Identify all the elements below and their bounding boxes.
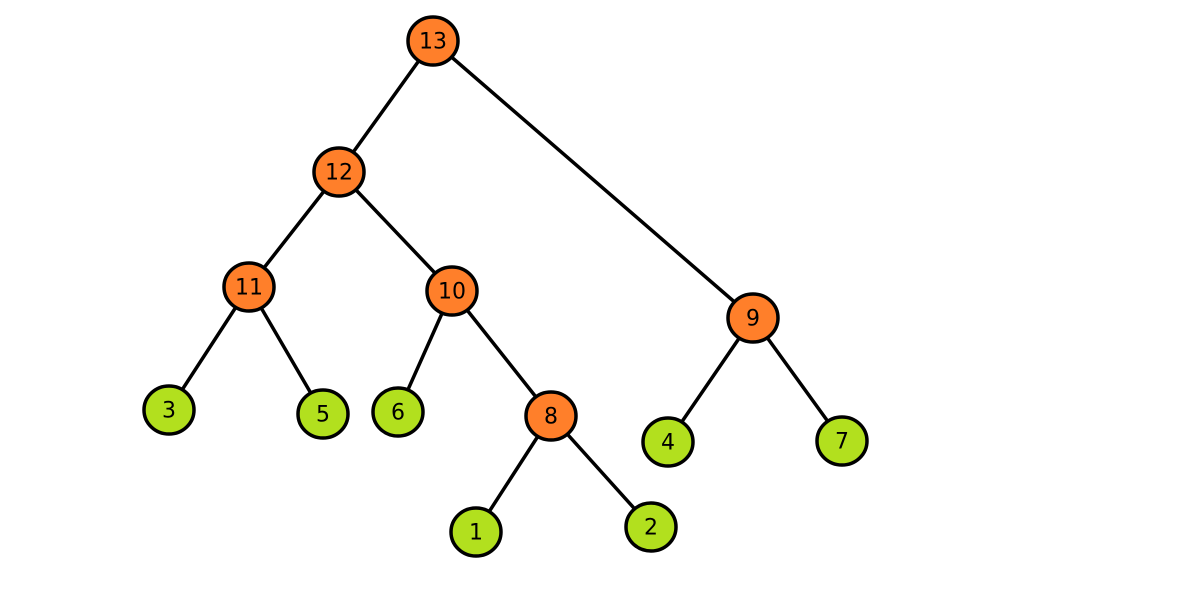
tree-node-7: 7 — [815, 415, 869, 467]
tree-node-11: 11 — [222, 261, 276, 313]
internal-node-circle — [524, 390, 578, 442]
tree-node-5: 5 — [296, 388, 350, 440]
tree-node-4: 4 — [641, 416, 695, 468]
edge-n13-n12 — [337, 39, 435, 174]
tree-node-12: 12 — [312, 146, 366, 198]
node-label: 6 — [391, 401, 405, 426]
edge-n13-n9 — [431, 39, 755, 320]
tree-node-1: 1 — [449, 506, 503, 558]
node-label: 12 — [325, 161, 353, 186]
node-label: 11 — [235, 276, 263, 301]
internal-node-circle — [312, 146, 366, 198]
leaf-node-circle — [641, 416, 695, 468]
edge-n12-n10 — [337, 170, 454, 293]
node-label: 8 — [544, 405, 558, 430]
tree-node-2: 2 — [624, 501, 678, 553]
node-label: 10 — [438, 280, 466, 305]
internal-node-circle — [222, 261, 276, 313]
leaf-node-circle — [296, 388, 350, 440]
leaf-node-circle — [371, 386, 425, 438]
tree-node-9: 9 — [726, 292, 780, 344]
node-label: 13 — [419, 30, 447, 55]
node-label: 7 — [835, 430, 849, 455]
tree-node-3: 3 — [142, 384, 196, 436]
node-label: 2 — [644, 516, 658, 541]
tree-node-13: 13 — [406, 15, 460, 67]
tree-node-10: 10 — [425, 265, 479, 317]
node-label: 5 — [316, 403, 330, 428]
leaf-node-circle — [142, 384, 196, 436]
node-label: 4 — [661, 431, 675, 456]
tree-node-8: 8 — [524, 390, 578, 442]
leaf-node-circle — [624, 501, 678, 553]
tree-node-6: 6 — [371, 386, 425, 438]
internal-node-circle — [726, 292, 780, 344]
node-label: 9 — [746, 307, 760, 332]
internal-node-circle — [425, 265, 479, 317]
edge-n10-n8 — [450, 289, 553, 418]
leaf-node-circle — [449, 506, 503, 558]
leaf-node-circle — [815, 415, 869, 467]
node-label: 1 — [469, 521, 483, 546]
internal-node-circle — [406, 15, 460, 67]
node-label: 3 — [162, 399, 176, 424]
